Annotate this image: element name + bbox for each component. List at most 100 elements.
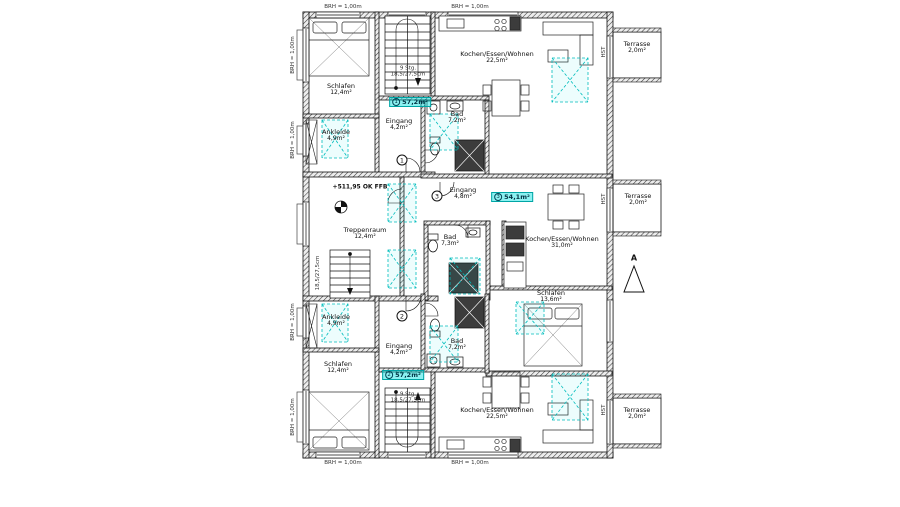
room-label-wohnen-apt1: Kochen/Essen/Wohnen 22,5m² (460, 49, 534, 65)
room-name: Kochen/Essen/Wohnen (525, 234, 599, 243)
apartment-total-area: 57,2m² (395, 371, 421, 379)
level-benchmark-icon (334, 200, 348, 214)
room-label-terrasse-apt2: Terrasse 2,0m² (623, 405, 651, 421)
room-label-wohnen-apt3: Kochen/Essen/Wohnen 31,0m² (525, 234, 599, 250)
room-name: Kochen/Essen/Wohnen (460, 49, 534, 58)
room-label-bad-apt1: Bad 7,2m² (448, 109, 466, 125)
room-label-schlafen-apt2: Schlafen 12,4m² (323, 359, 353, 375)
stair-note-line2: 18,5/27,5cm (390, 398, 426, 404)
terraces (612, 31, 662, 445)
ceiling-marker (515, 301, 545, 335)
room-area: 4,2m² (390, 349, 408, 357)
ceiling-markers (321, 57, 589, 421)
room-name: Bad (450, 109, 464, 118)
sofa-bottom (542, 399, 594, 444)
stair-note-line2: 18,5/27,5cm (390, 72, 426, 78)
room-name: Bad (443, 232, 457, 241)
brh-label: BRH = 1,00m (324, 3, 362, 10)
room-area: 4,2m² (390, 124, 408, 132)
washing-machine-icon (426, 100, 441, 115)
apartment-number: 2 (385, 371, 394, 379)
dining-table-bottom (482, 371, 530, 409)
apartment2-entry-number: 2 (396, 310, 408, 322)
room-area: 22,5m² (486, 57, 508, 65)
kitchen-unit-middle (503, 221, 527, 289)
apartment-total-area: 54,1m² (504, 193, 530, 201)
room-area: 7,2m² (448, 344, 466, 352)
stair-note-line1: 9 Stg. (399, 65, 417, 72)
room-name: Terrasse (623, 405, 651, 414)
ceiling-marker (429, 325, 459, 363)
dining-table-top (482, 79, 530, 117)
hst-label: HST (601, 404, 607, 416)
room-label-terrasse-apt3: Terrasse 2,0m² (624, 191, 652, 207)
hst-label: HST (601, 46, 607, 58)
room-label-eingang-apt3: Eingang 4,8m² (450, 186, 476, 201)
brh-label: BRH = 1,00m (290, 398, 296, 436)
room-label-ankleide-apt1: Ankleide 4,9m² (321, 127, 351, 143)
wardrobe-ankleide-top (305, 119, 318, 165)
room-area: 2,0m² (628, 413, 646, 421)
room-label-bad-apt3: Bad 7,3m² (441, 232, 459, 248)
bed-apartment1 (308, 17, 370, 77)
sink-icon (446, 100, 464, 112)
brh-label: BRH = 1,00m (451, 459, 489, 466)
room-area: 7,3m² (441, 240, 459, 248)
room-name: Ankleide (321, 127, 351, 136)
room-area: 2,0m² (629, 199, 647, 207)
apartment3-area-badge: 3 54,1m² (491, 192, 533, 202)
room-area: 7,2m² (448, 117, 466, 125)
door-arcs (387, 149, 469, 317)
bathroom-bottom-fixtures (426, 296, 485, 368)
room-label-terrasse-apt1: Terrasse 2,0m² (623, 39, 651, 55)
sofa-top (542, 21, 594, 66)
apartment2-area-badge: 2 57,2m² (382, 370, 424, 380)
room-name: Kochen/Essen/Wohnen (460, 405, 534, 414)
brh-label: BRH = 1,00m (451, 3, 489, 10)
room-name: Terrasse (624, 191, 652, 200)
room-label-treppenraum: Treppenraum 12,4m² (343, 225, 387, 241)
room-label-eingang-apt1: Eingang 4,2m² (386, 117, 412, 132)
room-area: 12,4m² (354, 233, 376, 241)
room-name: Terrasse (623, 39, 651, 48)
ceiling-marker (551, 57, 589, 103)
brh-label: BRH = 1,00m (290, 121, 296, 159)
hst-label: HST (601, 193, 607, 205)
room-label-bad-apt2: Bad 7,2m² (448, 336, 466, 352)
ceiling-marker (449, 257, 481, 295)
room-label-schlafen-apt3: Schlafen 13,6m² (536, 288, 566, 304)
apartment-number: 1 (392, 98, 401, 106)
room-area: 13,6m² (540, 296, 562, 304)
room-name: Ankleide (321, 312, 351, 321)
room-area: 4,9m² (327, 320, 345, 328)
kitchen-counter-top (438, 15, 522, 32)
kitchen-counter-bottom (438, 436, 522, 453)
staircase-top (384, 15, 431, 95)
room-area: 4,8m² (454, 193, 472, 201)
brh-label: BRH = 1,00m (290, 303, 296, 341)
room-name: Schlafen (323, 359, 353, 368)
toilet-icon (427, 233, 439, 241)
stair-note-line1: 9 Stg. (399, 391, 417, 398)
room-area: 22,5m² (486, 413, 508, 421)
room-label-schlafen-apt1: Schlafen 12,4m² (327, 82, 355, 97)
apartment1-area-badge: 1 57,2m² (389, 97, 431, 107)
room-name: Schlafen (536, 288, 566, 297)
brh-label: BRH = 1,00m (290, 36, 296, 74)
stair-note-middle: 18,5/27,5cm (315, 255, 321, 291)
room-name: Bad (450, 336, 464, 345)
room-label-ankleide-apt2: Ankleide 4,9m² (321, 312, 351, 328)
room-area: 12,4m² (327, 367, 349, 375)
ceiling-marker (429, 113, 459, 151)
window-sills (296, 29, 304, 443)
apartment3-entry-number: 3 (431, 190, 443, 202)
room-name: Treppenraum (343, 225, 387, 234)
apartment1-entry-number: 1 (396, 154, 408, 166)
room-area: 31,0m² (551, 242, 573, 250)
staircase-middle (329, 249, 371, 299)
room-label-wohnen-apt2: Kochen/Essen/Wohnen 22,5m² (460, 405, 534, 421)
room-area: 2,0m² (628, 47, 646, 55)
terrace-wall-stubs (612, 27, 662, 449)
ceiling-marker (321, 303, 349, 343)
